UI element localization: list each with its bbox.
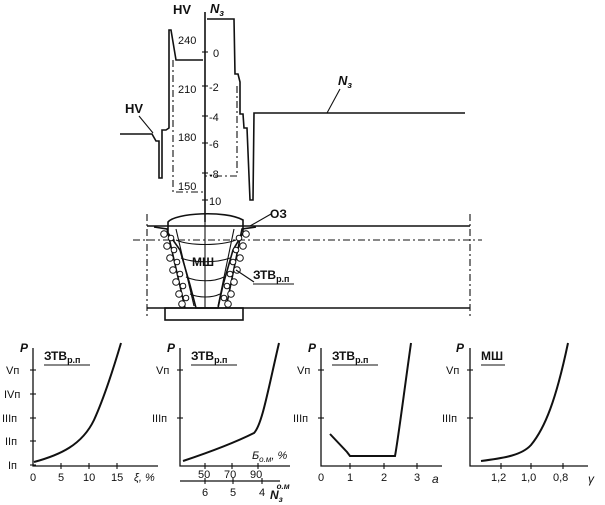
weld-metal: [167, 212, 244, 309]
hv-curve-label: HV: [125, 101, 143, 116]
chart2-xtick-50: 50: [198, 469, 210, 481]
chart3-curve: [329, 342, 412, 457]
top-hardness-chart: HV Nз 240 210 180 150 0 -2 -4 -6 -8 10 H…: [120, 1, 465, 222]
label-oz-leader: [249, 213, 272, 227]
chart4-xtick-1-0: 1,0: [521, 472, 536, 484]
chart3-y-ticks: [318, 369, 324, 419]
chart2-y-ticks: [177, 369, 183, 419]
nz-curve-label: Nз: [338, 73, 352, 90]
chart4-xlabel: γ: [588, 472, 595, 486]
chart2-x2-label: Nзо.м: [270, 482, 290, 504]
chart1-xtick-15: 15: [111, 472, 123, 484]
hv-axis-label: HV: [173, 2, 191, 17]
chart3-x-ticks: [349, 463, 418, 469]
small-chart-3: P ЗТВр.п Vп IIIп 0 1 2 3 a: [293, 341, 442, 486]
nz-tick-2: -2: [209, 82, 219, 94]
label-msh: МШ: [192, 255, 214, 269]
chart4-ylabel: P: [456, 341, 465, 355]
chart1-ytick-ii: IIп: [5, 436, 17, 448]
chart2-x2tick-4: 4: [259, 487, 265, 499]
chart4-ytick-v: Vп: [446, 365, 459, 377]
small-chart-1: P ЗТВр.п Vп IVп IIIп IIп Iп 0 5 10 15 ξ,…: [2, 341, 158, 484]
chart3-xlabel: a: [432, 472, 439, 486]
chart2-xtick-70: 70: [224, 469, 236, 481]
backing-strip: [164, 307, 244, 321]
chart1-x-ticks: [60, 463, 118, 469]
chart4-axes: [469, 348, 588, 467]
chart2-ytick-v: Vп: [156, 365, 169, 377]
chart2-ylabel: P: [167, 341, 176, 355]
chart1-xtick-5: 5: [58, 472, 64, 484]
nz-profile-curve: [207, 18, 465, 201]
nz-label-leader: [326, 88, 341, 114]
chart1-y-ticks: [30, 369, 36, 466]
chart1-xtick-10: 10: [83, 472, 95, 484]
chart1-xtick-0: 0: [30, 472, 36, 484]
hv-dashdot-bound-left: [172, 60, 205, 193]
chart3-title: ЗТВр.п: [332, 349, 369, 365]
chart1-ytick-iii: IIIп: [2, 413, 17, 425]
hv-tick-240: 240: [178, 35, 196, 47]
chart1-ylabel: P: [20, 341, 29, 355]
chart1-ytick-v: Vп: [6, 365, 19, 377]
nz-dashdot-bound-right: [205, 86, 238, 177]
chart3-ytick-v: Vп: [297, 365, 310, 377]
chart2-x2tick-5: 5: [230, 487, 236, 499]
chart4-ytick-iii: IIIп: [442, 413, 457, 425]
haz-beads-left: [160, 230, 190, 308]
chart2-xlabel: Бо.м, %: [252, 450, 287, 464]
nz-tick-8: -8: [209, 169, 219, 181]
nz-ticks: [202, 51, 208, 201]
chart3-axes: [320, 348, 442, 467]
chart1-curve: [33, 342, 122, 463]
chart4-xtick-0-8: 0,8: [553, 472, 568, 484]
chart3-xtick-0: 0: [318, 472, 324, 484]
chart2-ytick-iii: IIIп: [152, 413, 167, 425]
label-ztv-leader: [235, 269, 255, 283]
chart3-xtick-1: 1: [347, 472, 353, 484]
label-ztv: ЗТВр.п: [253, 268, 290, 284]
chart1-ytick-i: Iп: [8, 460, 17, 472]
chart4-x-ticks: [500, 463, 564, 469]
nz-tick-6: -6: [209, 139, 219, 151]
chart1-ytick-iv: IVп: [4, 389, 20, 401]
chart2-x2tick-6: 6: [202, 487, 208, 499]
chart4-xtick-1-2: 1,2: [491, 472, 506, 484]
chart2-xtick-90: 90: [250, 469, 262, 481]
hv-tick-150: 150: [178, 181, 196, 193]
chart3-xtick-3: 3: [414, 472, 420, 484]
nz-tick-0: 0: [213, 48, 219, 60]
chart3-ytick-iii: IIIп: [293, 413, 308, 425]
label-oz: ОЗ: [270, 207, 287, 221]
hv-tick-180: 180: [178, 132, 196, 144]
chart3-xtick-2: 2: [381, 472, 387, 484]
chart1-axes: [32, 348, 158, 467]
weld-cross-section: ОЗ МШ ЗТВр.п: [133, 207, 482, 321]
hv-profile-curve: [120, 29, 203, 179]
chart4-title: МШ: [481, 349, 503, 363]
chart2-axes: [179, 348, 290, 467]
nz-tick-10: 10: [209, 196, 221, 208]
nz-axis-label: Nз: [210, 1, 224, 18]
chart1-xlabel: ξ, %: [134, 472, 155, 484]
haz-beads-right: [220, 230, 250, 308]
chart4-y-ticks: [467, 369, 473, 419]
chart3-ylabel: P: [308, 341, 317, 355]
hv-tick-210: 210: [178, 84, 196, 96]
small-chart-2: P ЗТВр.п Vп IIIп 50 70 90 Бо.м, % 6 5 4 …: [152, 341, 290, 504]
chart2-x-ticks: [204, 463, 263, 484]
chart2-curve: [182, 342, 280, 462]
nz-tick-4: -4: [209, 112, 219, 124]
chart2-title: ЗТВр.п: [191, 349, 228, 365]
chart4-curve: [480, 342, 569, 462]
hv-label-leader: [138, 115, 154, 134]
small-chart-4: P МШ Vп IIIп 1,2 1,0 0,8 γ: [442, 341, 595, 486]
chart1-title: ЗТВр.п: [44, 349, 81, 365]
